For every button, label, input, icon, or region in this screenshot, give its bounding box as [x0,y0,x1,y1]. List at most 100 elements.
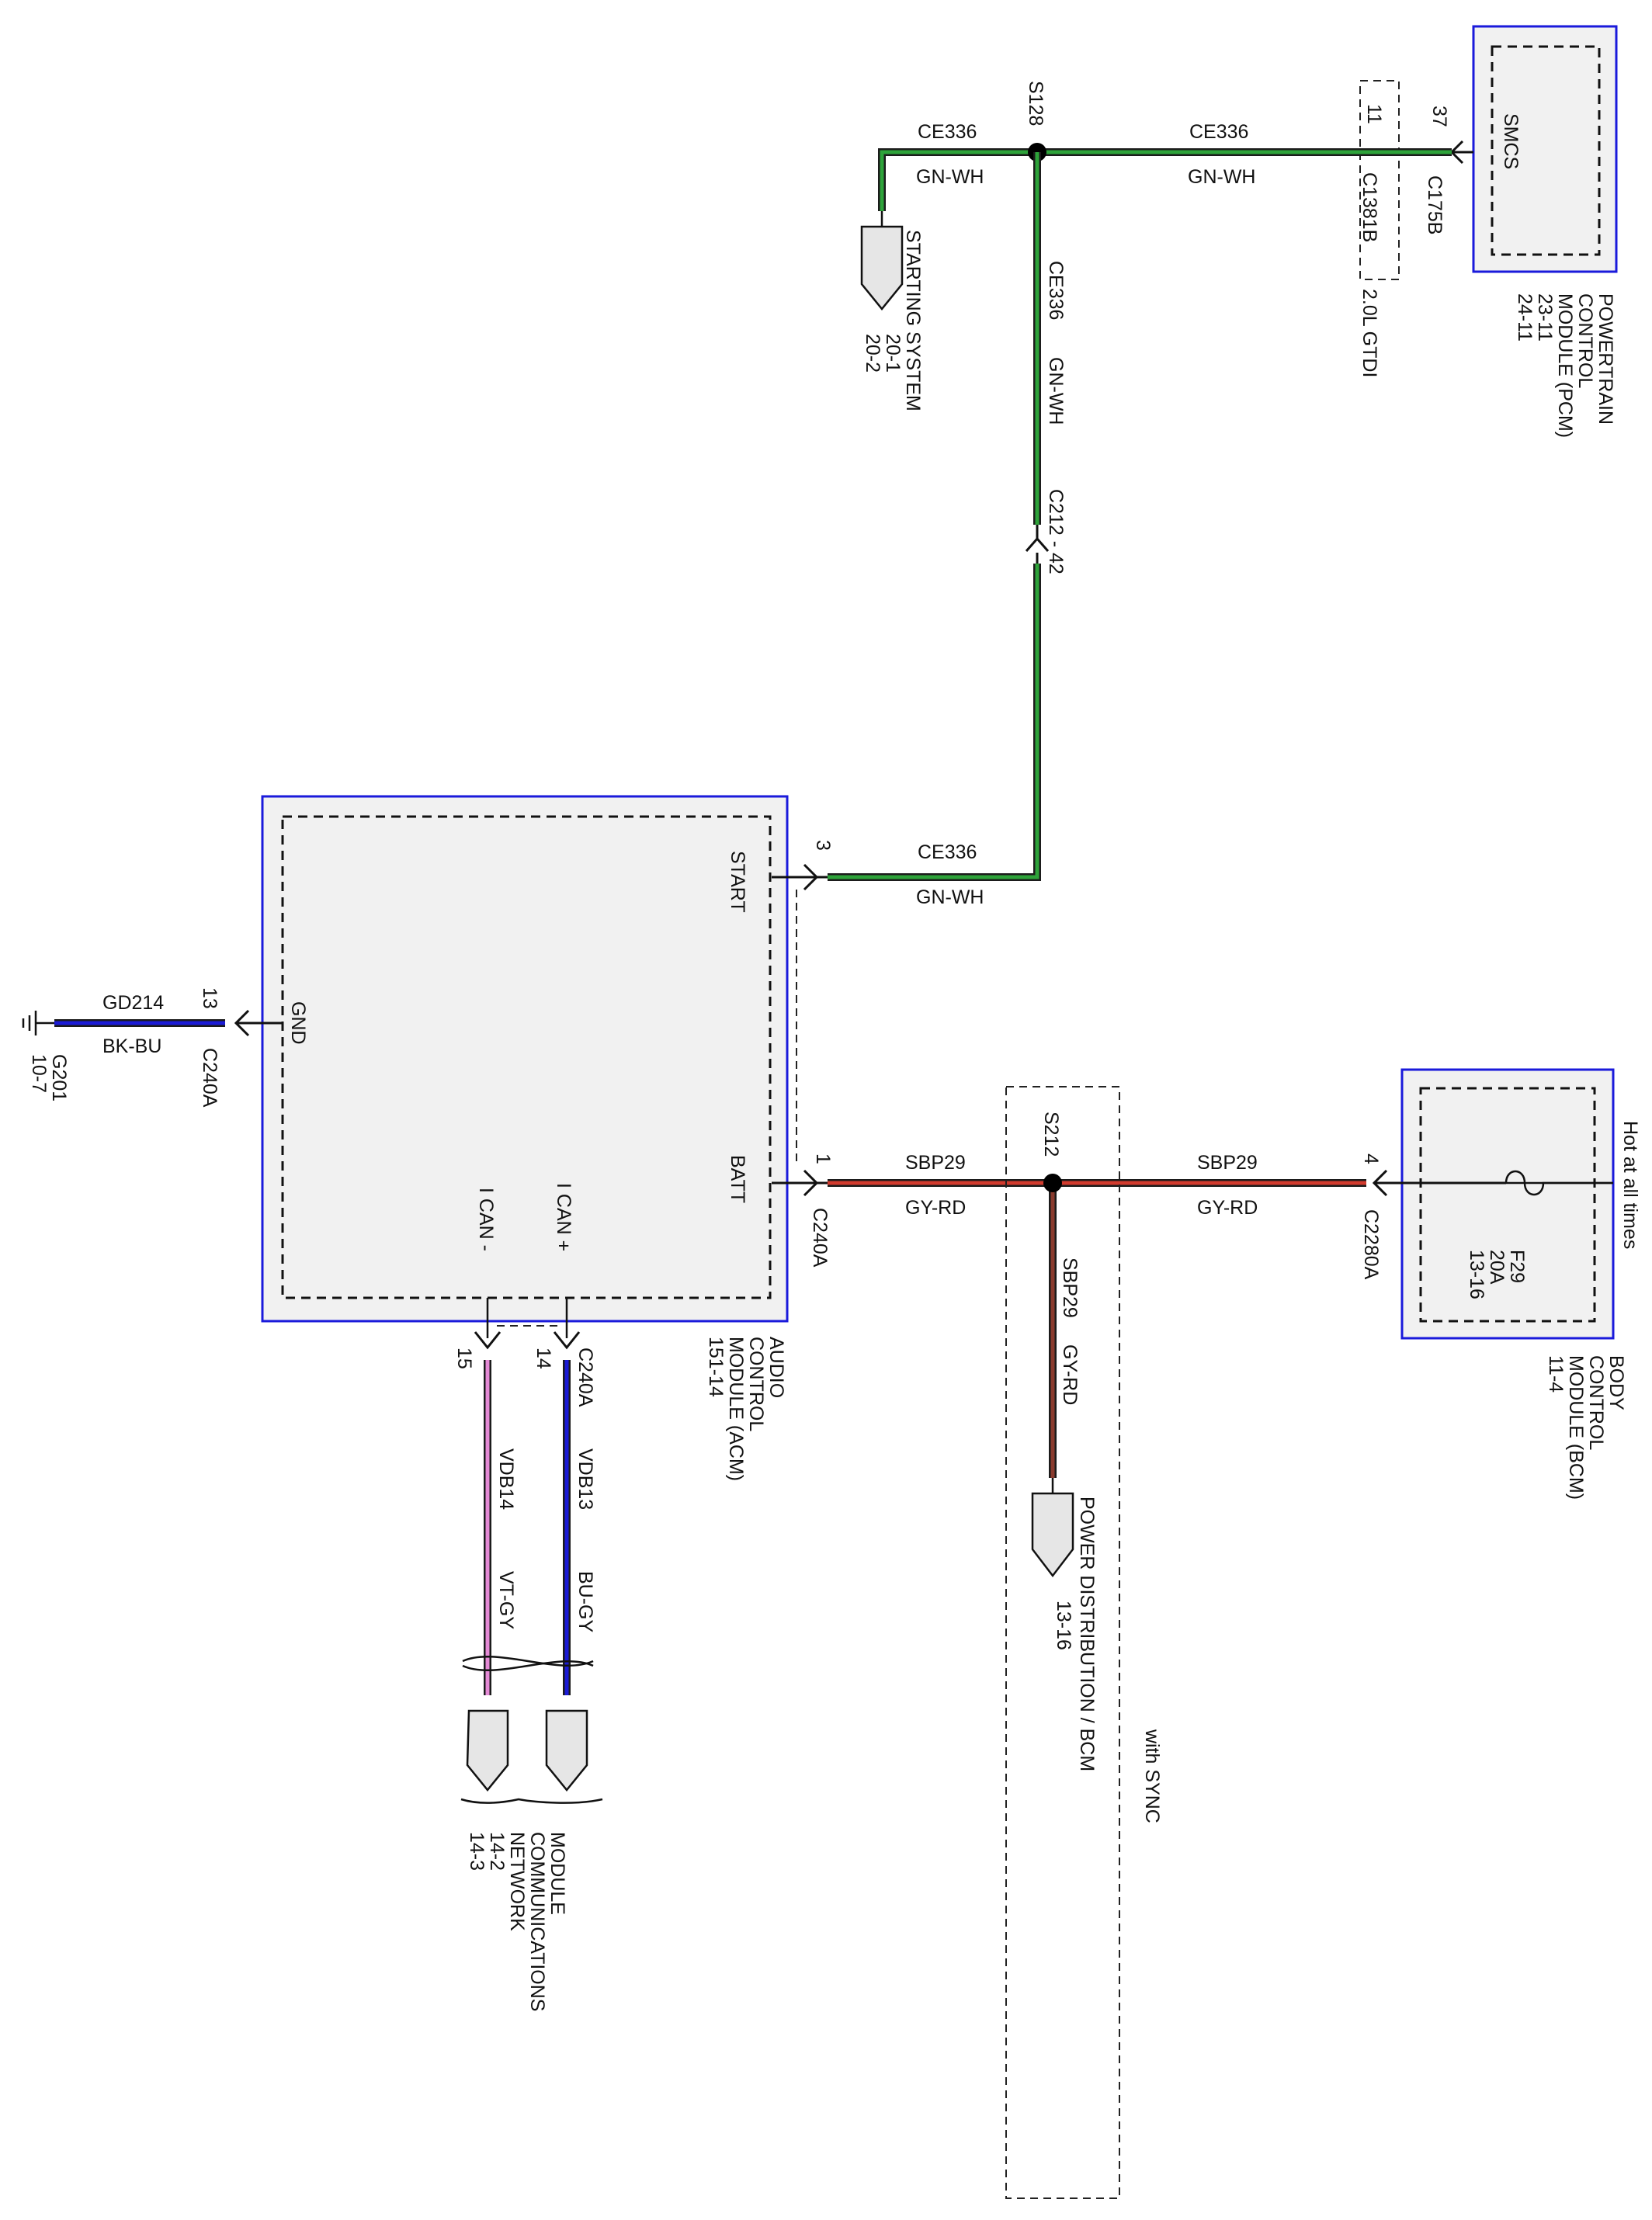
sbp29-vertical-circuit: SBP29 [1059,1257,1081,1318]
acm-gnd-connector [234,1009,283,1037]
ce336-right-color: GN-WH [1188,166,1255,188]
acm-gnd-connector-pin: 13 [199,987,220,1009]
acm-can-connectors [474,1298,581,1350]
svg-text:CONTROL: CONTROL [1574,293,1596,388]
gd214-color: BK-BU [102,1035,161,1057]
svg-text:MODULE (BCM): MODULE (BCM) [1565,1355,1587,1500]
acm-batt-pin-label: BATT [727,1155,748,1203]
sbp29-left-color: GY-RD [905,1197,966,1219]
svg-text:POWERTRAIN: POWERTRAIN [1595,293,1616,425]
svg-text:20-1: 20-1 [882,334,904,373]
ce336-wire-vertical-lower [828,564,1041,881]
svg-text:CONTROL: CONTROL [745,1337,767,1431]
twisted-pair-icon [462,1655,594,1672]
svg-text:NETWORK: NETWORK [506,1832,528,1931]
splice-s128-label: S128 [1025,81,1046,126]
pcm-smcs-pin-label: SMCS [1500,113,1522,169]
with-sync-region [1005,1086,1120,2199]
splice-s212 [1043,1174,1062,1192]
sbp29-left-circuit: SBP29 [905,1152,966,1174]
svg-text:20-2: 20-2 [862,334,883,373]
svg-text:151-14: 151-14 [705,1337,727,1397]
svg-text:F29: F29 [1506,1250,1528,1283]
svg-text:AUDIO: AUDIO [765,1337,787,1398]
acm-gnd-connector-label: C240A [199,1048,220,1108]
ground-icon [22,1011,54,1035]
acm-batt-connector [772,1169,828,1197]
pcm-connector-pin: 37 [1428,106,1450,127]
acm-batt-connector-pin: 1 [812,1153,834,1164]
starting-system-label: STARTING SYSTEM 20-1 20-2 [862,230,924,411]
svg-text:MODULE: MODULE [547,1832,568,1915]
acm-label: AUDIO CONTROL MODULE (ACM) 151-14 [705,1337,787,1481]
bcm-fuse-label: F29 20A 13-16 [1466,1250,1528,1299]
c1381b-variant: 2.0L GTDI [1359,289,1380,377]
svg-text:13-16: 13-16 [1466,1250,1487,1299]
acm-start-connector [772,863,828,891]
vdb13-circuit: VDB13 [574,1448,596,1510]
acm-start-pin-label: START [727,851,748,913]
svg-text:11-4: 11-4 [1545,1355,1567,1393]
can-connector-label: C240A [574,1348,596,1407]
acm-ican-plus-pin-label: I CAN + [553,1183,574,1251]
svg-text:23-11: 23-11 [1534,293,1556,342]
with-sync-note: with SYNC [1141,1729,1163,1823]
splice-s212-label: S212 [1040,1112,1062,1157]
ce336-acm-circuit: CE336 [918,841,977,863]
svg-text:POWER DISTRIBUTION / BCM: POWER DISTRIBUTION / BCM [1076,1497,1098,1771]
ce336-acm-color: GN-WH [916,886,984,908]
power-distribution-connector-icon [1031,1478,1074,1578]
c1381b-label: C1381B [1359,172,1380,242]
pcm-connector-label: C175B [1424,175,1446,234]
svg-text:COMMUNICATIONS: COMMUNICATIONS [526,1832,548,2011]
can-minus-connector-pin: 15 [453,1348,475,1369]
svg-text:14-3: 14-3 [466,1832,488,1871]
pcm-connector-arrow [1449,140,1473,165]
acm-ican-minus-pin-label: I CAN - [475,1188,497,1251]
ce336-vertical-color: GN-WH [1045,357,1067,425]
svg-text:STARTING SYSTEM: STARTING SYSTEM [902,230,924,411]
svg-text:G201: G201 [48,1054,70,1101]
ce336-vertical-circuit: CE336 [1045,261,1067,320]
c212-connector [1025,525,1050,564]
bcm-label: BODY CONTROL MODULE (BCM) 11-4 [1545,1355,1627,1500]
acm-gnd-pin-label: GND [287,1001,309,1045]
bcm-module[interactable] [1400,1068,1615,1340]
sbp29-right-color: GY-RD [1197,1197,1258,1219]
pcm-module[interactable]: SMCS [1472,25,1618,273]
network-label: MODULE COMMUNICATIONS NETWORK 14-2 14-3 [466,1832,568,2011]
sbp29-vertical-color: GY-RD [1059,1344,1081,1405]
acm-start-connector-pin: 3 [812,840,834,851]
svg-text:MODULE (PCM): MODULE (PCM) [1554,293,1576,438]
bcm-connector [1372,1169,1506,1197]
c1381b-connector [1359,80,1400,280]
svg-text:24-11: 24-11 [1514,293,1536,342]
power-distribution-label: POWER DISTRIBUTION / BCM 13-16 [1053,1497,1098,1771]
ce336-left-circuit: CE336 [918,121,977,143]
bcm-fuse-icon [1504,1170,1613,1196]
vdb14-color: VT-GY [495,1571,517,1629]
bcm-note-label: Hot at all times [1619,1121,1641,1249]
acm-module[interactable] [261,795,789,1323]
network-connector-icons [460,1709,603,1804]
svg-text:14-2: 14-2 [486,1832,508,1871]
svg-text:BODY: BODY [1605,1355,1627,1410]
vdb13-color: BU-GY [574,1571,596,1633]
svg-text:20A: 20A [1486,1250,1508,1285]
ce336-wire-left [878,148,1037,211]
vdb14-circuit: VDB14 [495,1448,517,1510]
pcm-label: POWERTRAIN CONTROL MODULE (PCM) 23-11 24… [1514,293,1616,438]
svg-text:10-7: 10-7 [28,1054,50,1093]
starting-system-connector-icon [860,211,904,310]
acm-batt-connector-label: C240A [809,1208,831,1268]
ground-label: G201 10-7 [28,1054,70,1101]
bcm-connector-label: C2280A [1360,1209,1382,1280]
svg-text:CONTROL: CONTROL [1585,1355,1607,1450]
c212-label: C212 - 42 [1045,489,1067,574]
ce336-right-circuit: CE336 [1189,121,1248,143]
svg-text:MODULE (ACM): MODULE (ACM) [725,1337,747,1481]
svg-text:13-16: 13-16 [1053,1601,1074,1650]
sbp29-right-circuit: SBP29 [1197,1152,1258,1174]
c1381b-pin: 11 [1363,104,1385,124]
